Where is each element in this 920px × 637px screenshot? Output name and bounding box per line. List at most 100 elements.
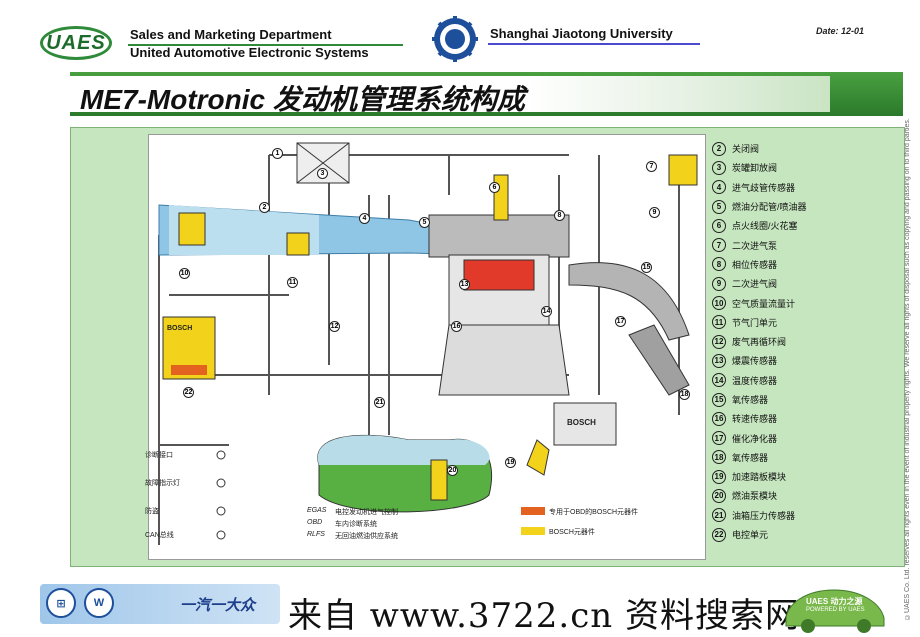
callout-6: 6 (489, 182, 500, 193)
legend-label: 燃油泵模块 (732, 491, 778, 502)
legend-label: 温度传感器 (732, 375, 778, 386)
legend-number: 13 (712, 353, 726, 368)
faw-vw-brand-text: 一汽一大众 (180, 597, 256, 614)
legend-number: 12 (712, 334, 726, 349)
page-title: ME7-Motronic 发动机管理系统构成 (80, 84, 525, 115)
legend-item: 21 油箱压力传感器 (712, 506, 842, 525)
callout-5: 5 (419, 217, 430, 228)
legend-number: 20 (712, 488, 726, 503)
key-obd-label: 专用于OBD的BOSCH元器件 (549, 509, 639, 516)
legend-number: 7 (712, 238, 726, 253)
callout-8: 8 (554, 210, 565, 221)
ecu-brand: BOSCH (167, 325, 193, 332)
callout-16: 16 (451, 321, 462, 332)
callout-14: 14 (541, 306, 552, 317)
legend-label: 二次进气阀 (732, 279, 778, 290)
watermark-text: 来自 www.3722.cn 资料搜索网 (288, 596, 800, 636)
legend-label: 爆震传感器 (732, 356, 778, 367)
legend-number: 3 (712, 160, 726, 175)
legend-item: 9 二次进气阀 (712, 274, 842, 293)
label-fault-lamp: 故障指示灯 (145, 480, 180, 487)
callout-11: 11 (287, 277, 298, 288)
footer-brand-strip: ⊞ W 一汽一大众 (40, 584, 280, 624)
department-name: Sales and Marketing Department (130, 27, 332, 42)
legend-label: 炭罐卸放阀 (732, 163, 778, 174)
abbrev-rlfs-desc: 无回油燃油供应系统 (335, 533, 398, 540)
legend-label: 氧传感器 (732, 452, 769, 463)
legend-label: 空气质量流量计 (732, 298, 796, 309)
key-bosch-label: BOSCH元器件 (549, 529, 595, 536)
title-background: ME7-Motronic 发动机管理系统构成 (70, 76, 830, 115)
callout-22: 22 (183, 387, 194, 398)
legend-number: 16 (712, 411, 726, 426)
car-logo-text: UAES 动力之源 (806, 597, 863, 606)
engine-diagram: 1 2 3 4 5 6 7 8 9 10 11 12 13 14 15 16 1… (145, 134, 706, 560)
legend-item: 8 相位传感器 (712, 255, 842, 274)
abbrev-egas-code: EGAS (307, 507, 327, 514)
legend-number: 2 (712, 141, 726, 156)
legend-label: 转速传感器 (732, 414, 778, 425)
legend-number: 9 (712, 276, 726, 291)
legend-item: 14 温度传感器 (712, 371, 842, 390)
legend-label: 氧传感器 (732, 395, 769, 405)
callout-9: 9 (649, 207, 660, 218)
legend-item: 3 炭罐卸放阀 (712, 158, 842, 177)
legend-label: 二次进气泵 (732, 240, 778, 251)
abbrev-obd-desc: 车内诊断系统 (335, 521, 377, 528)
legend-number: 11 (712, 315, 726, 330)
legend-number: 10 (712, 296, 726, 311)
sjtu-emblem-icon (432, 16, 478, 62)
callout-7: 7 (646, 161, 657, 172)
legend-item: 10 空气质量流量计 (712, 293, 842, 312)
legend-number: 22 (712, 527, 726, 542)
legend-item: 13 爆震传感器 (712, 351, 842, 370)
abbrev-egas-desc: 电控发动机进气控制 (335, 509, 398, 516)
callout-19: 19 (505, 457, 516, 468)
label-can-bus: CAN总线 (145, 532, 174, 539)
faw-logo-icon: ⊞ (46, 588, 76, 618)
legend-number: 8 (712, 257, 726, 272)
legend-label: 电控单元 (732, 530, 769, 541)
callout-10: 10 (179, 268, 190, 279)
label-diagnostic-port: 诊断接口 (145, 452, 173, 459)
callout-17: 17 (615, 316, 626, 327)
legend-item: 16 转速传感器 (712, 409, 842, 428)
legend-label: 燃油分配管/喷油器 (732, 202, 807, 213)
legend-item: 12 废气再循环阀 (712, 332, 842, 351)
callout-3: 3 (317, 168, 328, 179)
university-divider (488, 43, 700, 45)
legend-number: 4 (712, 180, 726, 195)
uaes-logo-text: UAES (46, 31, 106, 54)
vw-logo-icon: W (84, 588, 114, 618)
callout-21: 21 (374, 397, 385, 408)
label-immobilizer: 防盗 (145, 508, 159, 515)
copyright-note: ©UAES Co. Ltd. reserves all rights even … (904, 118, 911, 620)
legend-item: 7 二次进气泵 (712, 235, 842, 254)
legend-label: 加速踏板模块 (732, 472, 787, 483)
legend-label: 废气再循环阀 (732, 337, 787, 348)
callout-13: 13 (459, 279, 470, 290)
callout-4: 4 (359, 213, 370, 224)
legend-number: 14 (712, 373, 726, 388)
legend-label: 节气门单元 (732, 317, 778, 328)
legend-item: 20 燃油泵模块 (712, 486, 842, 505)
car-logo-icon (785, 589, 885, 633)
legend-label: 催化净化器 (732, 433, 778, 444)
legend-label: 关闭阀 (732, 144, 760, 155)
battery-brand: BOSCH (567, 418, 596, 427)
legend-label: 油箱压力传感器 (732, 510, 796, 521)
legend-number: 6 (712, 218, 726, 233)
legend-label: 相位传感器 (732, 259, 778, 270)
legend-number: 21 (712, 508, 726, 523)
legend-item: 22 电控单元 (712, 525, 842, 544)
header-divider (128, 44, 403, 46)
title-bar: ME7-Motronic 发动机管理系统构成 (70, 72, 903, 116)
